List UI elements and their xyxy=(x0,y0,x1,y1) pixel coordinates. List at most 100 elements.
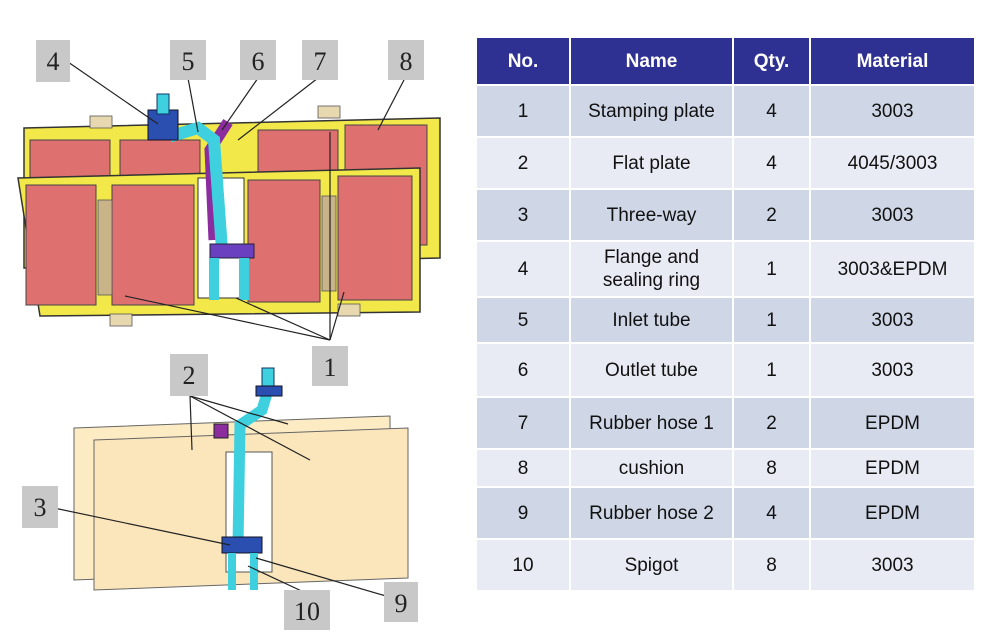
svg-text:1: 1 xyxy=(324,353,337,382)
svg-text:5: 5 xyxy=(182,47,195,76)
callout-5: 5 xyxy=(170,40,206,80)
cell-qty: 1 xyxy=(734,344,811,396)
cell-no: 3 xyxy=(477,190,571,240)
leader-lines xyxy=(53,61,406,597)
cell-qty: 4 xyxy=(734,488,811,538)
lower-pipes xyxy=(209,258,249,300)
table-row: 6 Outlet tube 1 3003 xyxy=(477,344,974,396)
cell-material: 3003 xyxy=(811,344,974,396)
cell-qty: 8 xyxy=(734,450,811,486)
tab-3 xyxy=(109,313,133,327)
callout-9: 9 xyxy=(384,582,418,622)
cell-qty: 4 xyxy=(734,86,811,136)
three-way-top xyxy=(209,243,255,259)
callout-8: 8 xyxy=(388,40,424,80)
cell-material: 3003 xyxy=(811,190,974,240)
cell-qty: 8 xyxy=(734,540,811,590)
table-row: 8 cushion 8 EPDM xyxy=(477,450,974,486)
flange xyxy=(147,109,179,141)
cell-no: 4 xyxy=(477,242,571,296)
cell-qty: 2 xyxy=(734,190,811,240)
table-row: 9 Rubber hose 2 4 EPDM xyxy=(477,488,974,538)
cell-no: 1 xyxy=(477,86,571,136)
cell-no: 6 xyxy=(477,344,571,396)
svg-text:2: 2 xyxy=(183,361,196,390)
cell-name: Outlet tube xyxy=(571,344,734,396)
header-no: No. xyxy=(477,38,571,84)
callout-labels: 1 2 3 4 5 6 7 8 9 10 xyxy=(22,40,424,630)
svg-text:10: 10 xyxy=(294,597,320,626)
svg-text:7: 7 xyxy=(314,47,327,76)
table-row: 3 Three-way 2 3003 xyxy=(477,190,974,240)
table-row: 5 Inlet tube 1 3003 xyxy=(477,298,974,342)
tab-1 xyxy=(89,115,113,129)
bottom-flange xyxy=(255,385,283,397)
cell-name: Flat plate xyxy=(571,138,734,188)
table-row: 7 Rubber hose 1 2 EPDM xyxy=(477,398,974,448)
bottom-spigots xyxy=(228,553,258,590)
cell-name: Rubber hose 1 xyxy=(571,398,734,448)
cell-material: EPDM xyxy=(811,450,974,486)
table-row: 4 Flange and sealing ring 1 3003&EPDM xyxy=(477,242,974,296)
pad-2 xyxy=(321,195,337,292)
cell-no: 5 xyxy=(477,298,571,342)
cell-name: Three-way xyxy=(571,190,734,240)
table-row: 1 Stamping plate 4 3003 xyxy=(477,86,974,136)
table-header-row: No. Name Qty. Material xyxy=(477,38,974,84)
cell-material: 3003&EPDM xyxy=(811,242,974,296)
cell-no: 2 xyxy=(477,138,571,188)
cell-material: 3003 xyxy=(811,86,974,136)
cushion-front-2 xyxy=(111,184,195,306)
callout-2: 2 xyxy=(170,354,208,396)
parts-table: No. Name Qty. Material 1 Stamping plate … xyxy=(477,36,974,592)
svg-text:8: 8 xyxy=(400,47,413,76)
cell-qty: 1 xyxy=(734,298,811,342)
cell-name: Spigot xyxy=(571,540,734,590)
cell-no: 7 xyxy=(477,398,571,448)
cell-name: cushion xyxy=(571,450,734,486)
cell-material: 3003 xyxy=(811,540,974,590)
callout-4: 4 xyxy=(36,40,70,82)
svg-text:9: 9 xyxy=(395,589,408,618)
cell-no: 9 xyxy=(477,488,571,538)
callout-10: 10 xyxy=(284,590,330,630)
tab-2 xyxy=(317,105,341,119)
bottom-rubber-hose xyxy=(213,423,229,439)
table-row: 10 Spigot 8 3003 xyxy=(477,540,974,590)
bottom-inlet xyxy=(232,388,274,546)
callout-6: 6 xyxy=(240,40,276,80)
assembly-diagram: 1 2 3 4 5 6 7 8 9 10 xyxy=(17,40,441,630)
cell-material: 3003 xyxy=(811,298,974,342)
cell-qty: 4 xyxy=(734,138,811,188)
svg-text:4: 4 xyxy=(47,47,60,76)
bottom-assembly xyxy=(73,367,409,591)
inlet-stub xyxy=(156,93,170,115)
tab-4 xyxy=(337,303,361,317)
pad-1 xyxy=(97,199,113,296)
header-name: Name xyxy=(571,38,734,84)
cell-material: EPDM xyxy=(811,488,974,538)
cushion-front-3 xyxy=(247,179,321,303)
header-qty: Qty. xyxy=(734,38,811,84)
callout-7: 7 xyxy=(302,40,338,80)
cell-name: Flange and sealing ring xyxy=(571,242,734,296)
header-material: Material xyxy=(811,38,974,84)
svg-text:3: 3 xyxy=(34,493,47,522)
callout-1: 1 xyxy=(312,346,348,386)
cell-name: Rubber hose 2 xyxy=(571,488,734,538)
table-row: 2 Flat plate 4 4045/3003 xyxy=(477,138,974,188)
cell-name: Inlet tube xyxy=(571,298,734,342)
cell-material: EPDM xyxy=(811,398,974,448)
cell-no: 8 xyxy=(477,450,571,486)
cell-material: 4045/3003 xyxy=(811,138,974,188)
cushion-front-4 xyxy=(337,175,413,301)
cell-qty: 2 xyxy=(734,398,811,448)
svg-text:6: 6 xyxy=(252,47,265,76)
cushion-front-1 xyxy=(25,184,97,306)
cell-name: Stamping plate xyxy=(571,86,734,136)
callout-3: 3 xyxy=(22,486,58,528)
top-assembly xyxy=(17,93,441,327)
cell-no: 10 xyxy=(477,540,571,590)
cell-qty: 1 xyxy=(734,242,811,296)
bottom-three-way xyxy=(221,536,263,554)
